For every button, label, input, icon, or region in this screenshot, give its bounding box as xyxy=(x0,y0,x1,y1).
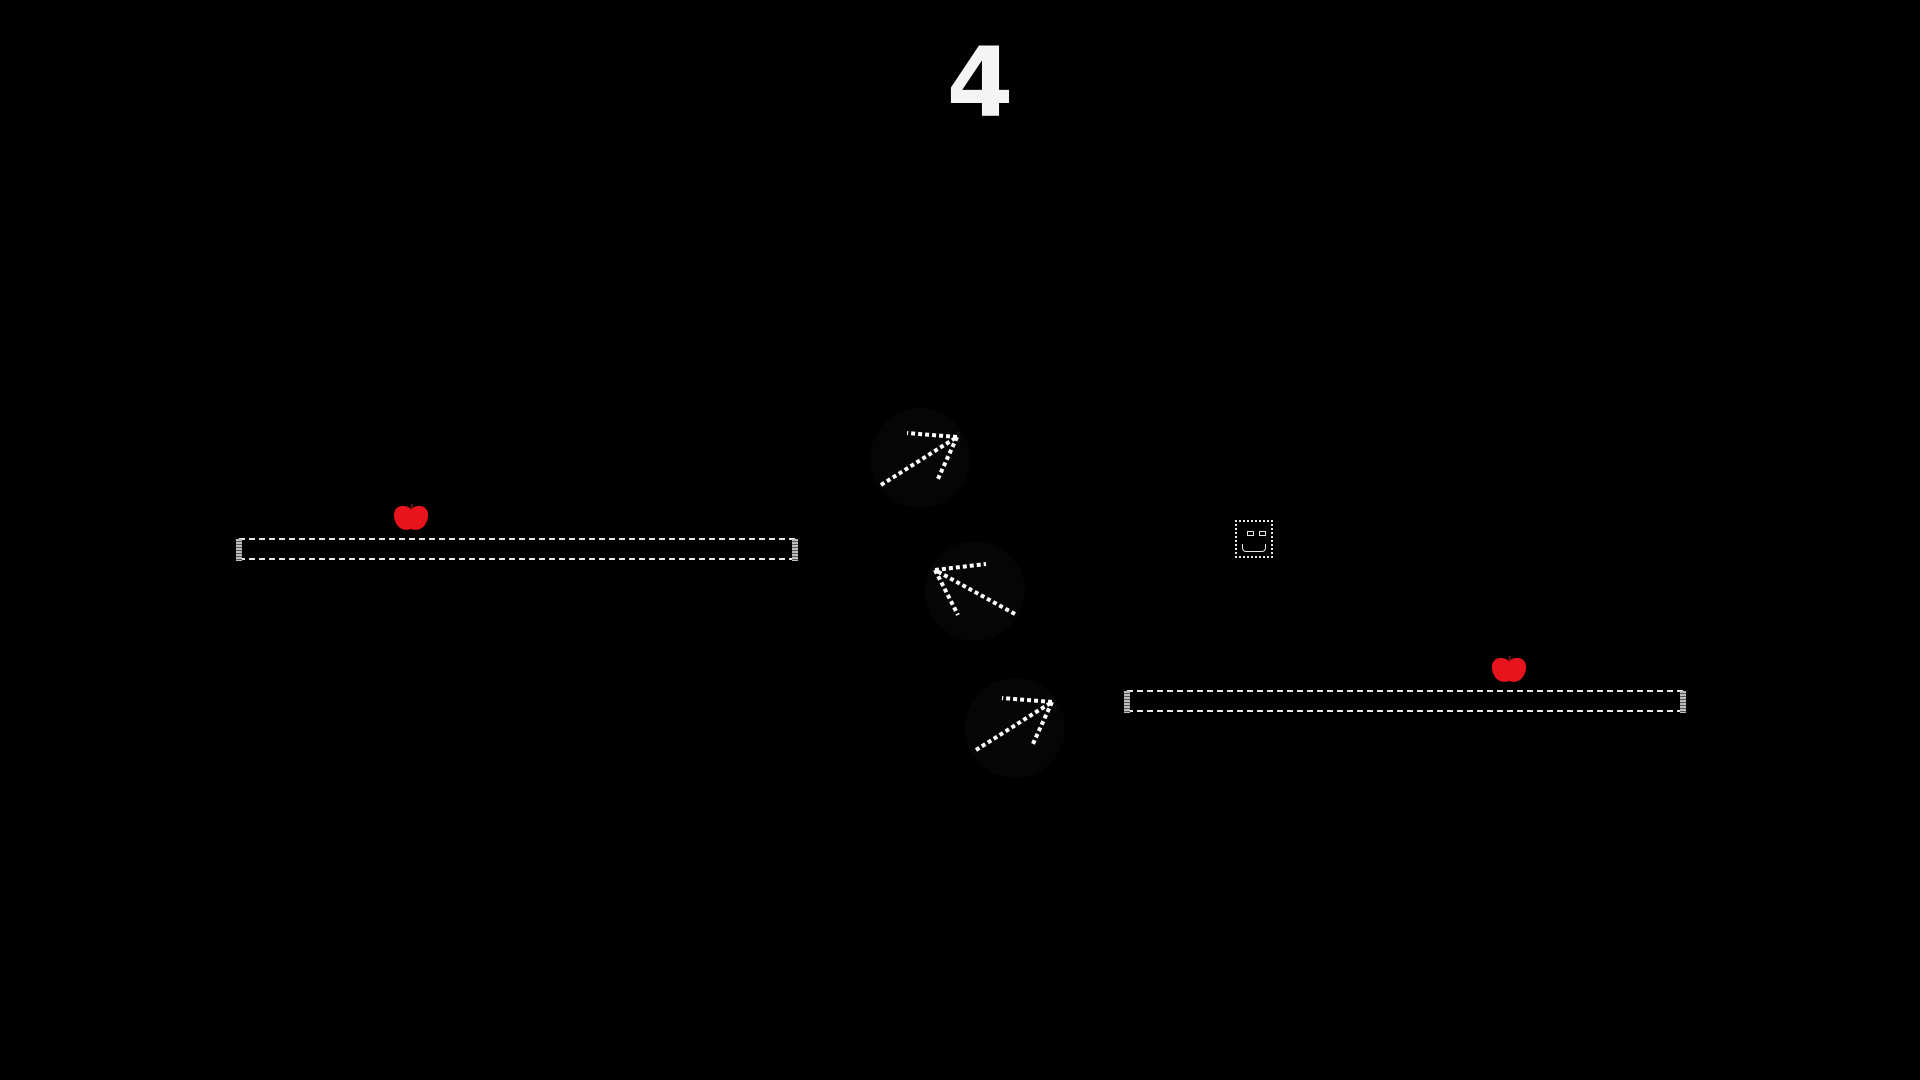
score-area: 4 xyxy=(0,0,1920,150)
arrow-spinner-icon xyxy=(870,408,970,508)
arrow-spinner-icon xyxy=(925,541,1025,641)
player-eye xyxy=(1247,531,1254,536)
player-eye xyxy=(1259,531,1266,536)
score-counter: 4 xyxy=(946,27,1014,139)
player-mouth xyxy=(1242,544,1266,552)
platform-right-cap xyxy=(792,539,798,561)
arrow-spinner-icon xyxy=(965,678,1065,778)
platform-right-cap xyxy=(1680,691,1686,713)
platform-left-cap xyxy=(1124,691,1130,713)
apple-icon xyxy=(393,503,429,530)
platform-left xyxy=(236,538,798,561)
apple-icon xyxy=(1491,655,1527,682)
platform-left-cap xyxy=(236,539,242,561)
platform-right xyxy=(1124,690,1686,713)
player-face-icon xyxy=(1235,520,1273,558)
